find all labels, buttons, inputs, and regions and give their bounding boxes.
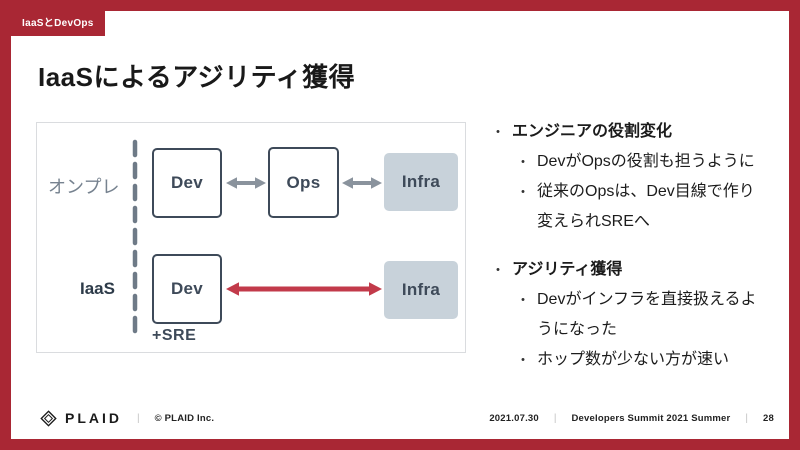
footer: PLAID | © PLAID Inc. 2021.07.30 | Develo… xyxy=(11,397,789,439)
bullet-group-roles: ・ エンジニアの役割変化 ・ DevがOpsの役割も担うように ・ 従来のOps… xyxy=(487,117,783,237)
dev-box-iaas: Dev xyxy=(152,254,222,324)
bullet-group-agility: ・ アジリティ獲得 ・ Devがインフラを直接扱えるようになった ・ ホップ数が… xyxy=(487,255,783,375)
bullet-title: エンジニアの役割変化 xyxy=(512,123,673,140)
footer-right: 2021.07.30 | Developers Summit 2021 Summ… xyxy=(489,413,774,424)
bullet-text: DevがOpsの役割も担うように xyxy=(537,153,755,170)
slide-content: IaaSによるアジリティ獲得 オンプレ Dev Ops Infra IaaS xyxy=(11,11,789,439)
bullet-icon: ・ xyxy=(516,292,530,308)
bullet-item: ・ 従来のOpsは、Dev目線で作り変えられSREへ xyxy=(487,177,783,237)
footer-separator: | xyxy=(553,412,557,424)
bullet-item: ・ DevがOpsの役割も担うように xyxy=(487,147,783,177)
bullet-text: Devがインフラを直接扱えるようになった xyxy=(537,291,757,338)
slide-date: 2021.07.30 xyxy=(489,412,539,424)
bullet-icon: ・ xyxy=(491,262,505,278)
page-number: 28 xyxy=(763,412,774,424)
bullet-text: ホップ数が少ない方が速い xyxy=(537,351,730,368)
diagram-panel: オンプレ Dev Ops Infra IaaS Dev Infr xyxy=(36,122,466,353)
infra-box-iaas: Infra xyxy=(384,261,458,319)
bullet-item: ・ エンジニアの役割変化 xyxy=(487,117,783,147)
footer-left: PLAID | © PLAID Inc. xyxy=(40,409,215,427)
copyright-text: © PLAID Inc. xyxy=(154,412,215,424)
brand-name: PLAID xyxy=(65,410,122,426)
double-arrow-icon xyxy=(342,177,382,189)
red-double-arrow-icon xyxy=(226,282,382,296)
row-label-iaas: IaaS xyxy=(80,279,115,298)
bullet-title: アジリティ獲得 xyxy=(512,261,623,278)
row-label-onpremise: オンプレ xyxy=(48,177,120,197)
footer-separator: | xyxy=(137,412,140,424)
bullet-item: ・ Devがインフラを直接扱えるようになった xyxy=(487,285,783,345)
footer-separator: | xyxy=(745,412,749,424)
bullet-icon: ・ xyxy=(516,184,530,200)
bullet-item: ・ アジリティ獲得 xyxy=(487,255,783,285)
plaid-logo-icon xyxy=(40,409,57,427)
page-title: IaaSによるアジリティ獲得 xyxy=(38,62,356,92)
event-name: Developers Summit 2021 Summer xyxy=(571,412,731,424)
sre-note: +SRE xyxy=(152,327,197,344)
bullet-icon: ・ xyxy=(491,124,505,140)
dev-box-onpremise: Dev xyxy=(152,148,222,218)
double-arrow-icon xyxy=(226,177,266,189)
ops-box: Ops xyxy=(268,147,339,218)
bullet-item: ・ ホップ数が少ない方が速い xyxy=(487,345,783,375)
bullet-icon: ・ xyxy=(516,352,530,368)
dashed-divider-line xyxy=(132,139,138,339)
bullet-text: 従来のOpsは、Dev目線で作り変えられSREへ xyxy=(537,183,755,230)
bullet-icon: ・ xyxy=(516,154,530,170)
slide-tag: IaaSとDevOps xyxy=(11,0,105,36)
bullet-list: ・ エンジニアの役割変化 ・ DevがOpsの役割も担うように ・ 従来のOps… xyxy=(487,117,783,375)
infra-box-onpremise: Infra xyxy=(384,153,458,211)
